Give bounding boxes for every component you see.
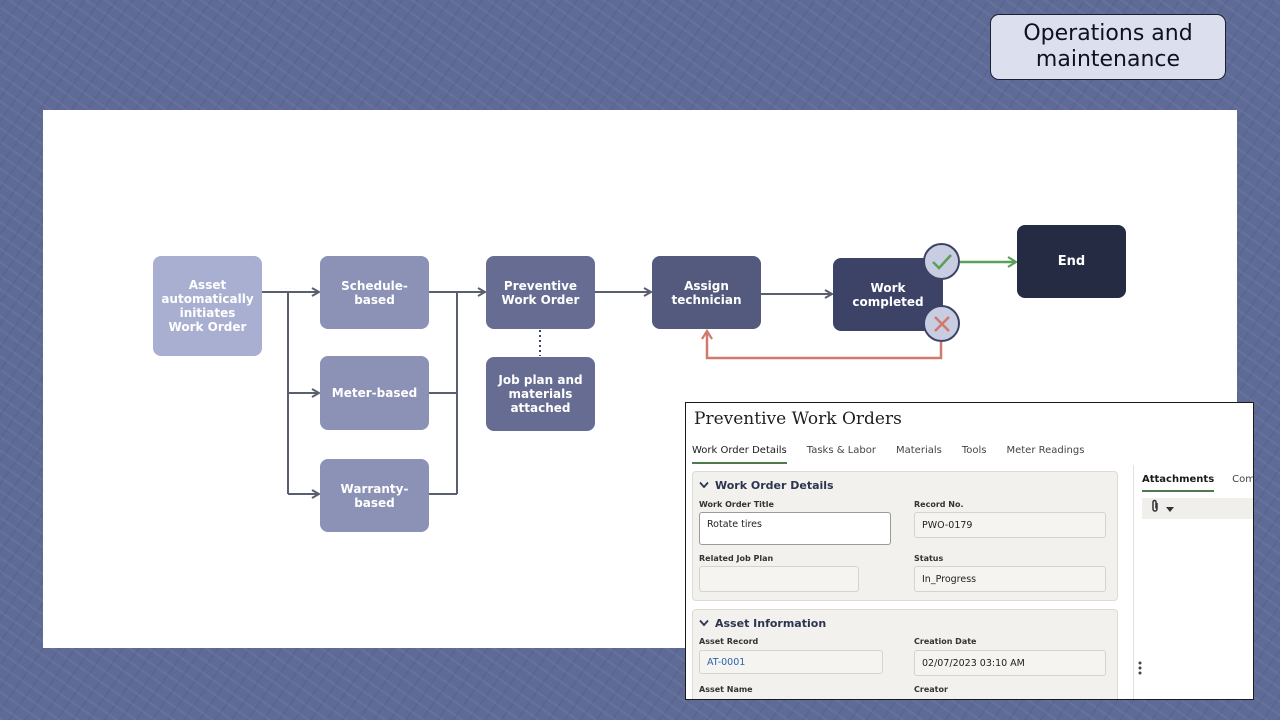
- side-panel-divider: [1133, 465, 1134, 699]
- paperclip-icon[interactable]: [1150, 499, 1160, 518]
- check-icon: [923, 243, 960, 280]
- tab-comments[interactable]: Comme: [1232, 474, 1253, 485]
- x-icon: [923, 305, 960, 342]
- asset-record-link[interactable]: AT-0001: [699, 650, 883, 674]
- section-header[interactable]: Asset Information: [699, 617, 826, 630]
- side-panel-tabs: Attachments Comme: [1142, 474, 1253, 492]
- section-title: Asset Information: [715, 617, 827, 630]
- tab-work-order-details[interactable]: Work Order Details: [692, 445, 787, 464]
- status-label: Status: [914, 554, 944, 563]
- tab-bar: Work Order Details Tasks & Labor Materia…: [692, 445, 1084, 464]
- chevron-down-icon[interactable]: [699, 479, 709, 492]
- node-schedule-based: Schedule- based: [320, 256, 429, 329]
- caret-down-icon[interactable]: [1166, 500, 1174, 518]
- process-diagram-panel: Asset automatically initiates Work Order…: [43, 110, 1237, 648]
- node-assign-technician: Assign technician: [652, 256, 761, 329]
- tab-materials[interactable]: Materials: [896, 445, 942, 456]
- node-meter-based: Meter-based: [320, 356, 429, 430]
- section-header[interactable]: Work Order Details: [699, 479, 834, 492]
- section-work-order-details: Work Order Details Work Order Title Rota…: [692, 471, 1118, 601]
- tab-tasks-labor[interactable]: Tasks & Labor: [806, 445, 876, 456]
- section-title: Work Order Details: [715, 479, 834, 492]
- flow-connectors: [262, 256, 1019, 648]
- more-vertical-icon[interactable]: [1133, 661, 1147, 675]
- record-no-field: PWO-0179: [914, 512, 1106, 538]
- creation-date-label: Creation Date: [914, 637, 977, 646]
- work-order-title-label: Work Order Title: [699, 500, 774, 509]
- creator-label: Creator: [914, 685, 948, 694]
- page-title: Preventive Work Orders: [694, 409, 902, 429]
- section-asset-information: Asset Information Asset Record AT-0001 C…: [692, 609, 1118, 699]
- asset-record-label: Asset Record: [699, 637, 759, 646]
- node-job-plan-attached: Job plan and materials attached: [486, 357, 595, 431]
- related-job-plan-label: Related Job Plan: [699, 554, 774, 563]
- tab-meter-readings[interactable]: Meter Readings: [1006, 445, 1085, 456]
- chevron-down-icon[interactable]: [699, 617, 709, 630]
- node-end: End: [1017, 225, 1126, 298]
- node-asset-initiates: Asset automatically initiates Work Order: [153, 256, 262, 356]
- node-warranty-based: Warranty- based: [320, 459, 429, 532]
- creation-date-field: 02/07/2023 03:10 AM: [914, 650, 1106, 676]
- work-order-title-field[interactable]: Rotate tires: [699, 512, 891, 545]
- preventive-work-orders-screenshot: Preventive Work Orders Work Order Detail…: [685, 402, 1254, 700]
- record-no-label: Record No.: [914, 500, 964, 509]
- connector-failure-loop: [701, 328, 943, 360]
- status-field: In_Progress: [914, 566, 1106, 592]
- slide-title: Operations and maintenance: [990, 14, 1226, 80]
- tab-attachments[interactable]: Attachments: [1142, 474, 1215, 492]
- node-preventive-work-order: Preventive Work Order: [486, 256, 595, 329]
- asset-name-label: Asset Name: [699, 685, 753, 694]
- attachments-toolbar: [1142, 498, 1253, 519]
- tab-tools[interactable]: Tools: [961, 445, 987, 456]
- related-job-plan-field[interactable]: [699, 566, 859, 592]
